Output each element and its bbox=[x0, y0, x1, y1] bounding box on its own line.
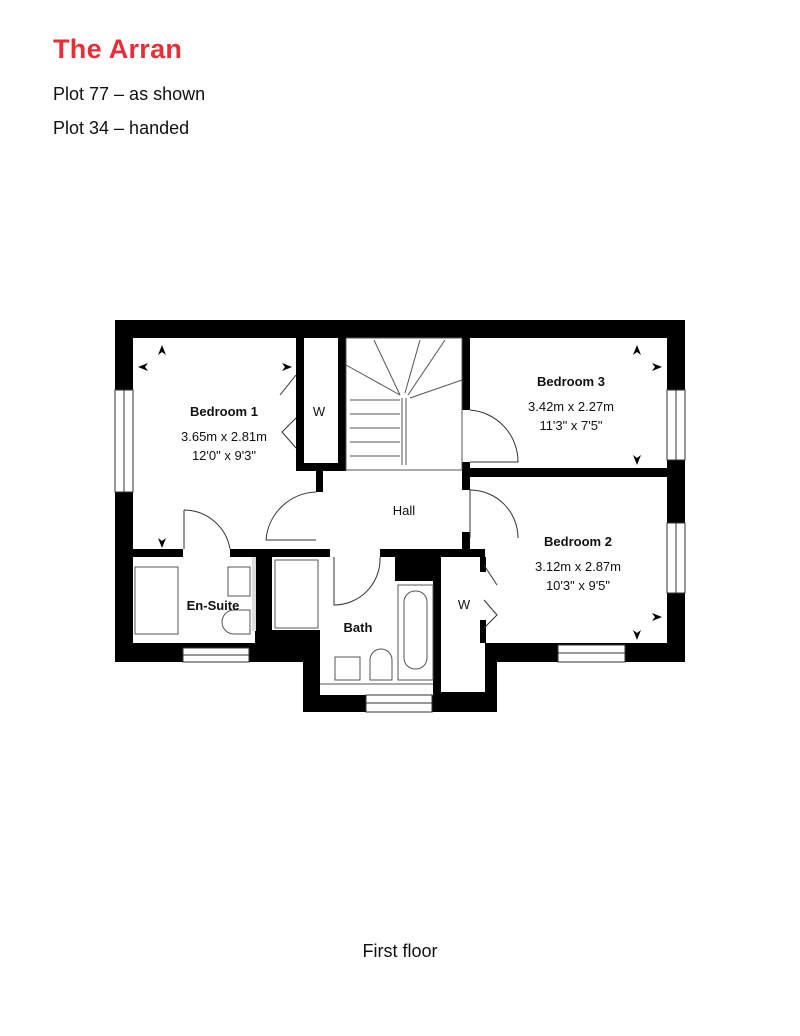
room-size-imperial: 11'3" x 7'5" bbox=[539, 418, 602, 433]
bath-basin bbox=[334, 656, 361, 681]
room-wardrobe-1: W bbox=[313, 404, 326, 419]
room-bedroom-3: Bedroom 3 3.42m x 2.27m 11'3" x 7'5" bbox=[528, 374, 614, 433]
walls bbox=[115, 320, 685, 712]
room-size-metric: 3.42m x 2.27m bbox=[528, 399, 614, 414]
room-bedroom-1: Bedroom 1 3.65m x 2.81m 12'0" x 9'3" bbox=[181, 404, 267, 463]
room-ensuite: En-Suite bbox=[187, 598, 240, 613]
room-size-imperial: 10'3" x 9'5" bbox=[546, 578, 610, 593]
room-size-metric: 3.65m x 2.81m bbox=[181, 429, 267, 444]
floor-caption: First floor bbox=[362, 941, 438, 961]
room-wardrobe-2: W bbox=[458, 597, 471, 612]
ensuite-wc bbox=[221, 609, 251, 635]
ensuite-basin bbox=[227, 566, 251, 597]
room-bedroom-2: Bedroom 2 3.12m x 2.87m 10'3" x 9'5" bbox=[535, 534, 621, 593]
ensuite-shower bbox=[134, 566, 179, 635]
plot-line-2: Plot 34 – handed bbox=[53, 118, 190, 138]
doors bbox=[183, 374, 519, 629]
bath-shower bbox=[274, 559, 319, 629]
bath-wc bbox=[369, 648, 393, 681]
page-title: The Arran bbox=[53, 34, 183, 64]
dimension-arrows bbox=[138, 345, 662, 640]
room-name: Bedroom 3 bbox=[537, 374, 605, 389]
room-name: Bedroom 2 bbox=[544, 534, 612, 549]
windows bbox=[114, 389, 686, 713]
staircase bbox=[345, 337, 463, 471]
room-size-metric: 3.12m x 2.87m bbox=[535, 559, 621, 574]
room-bath: Bath bbox=[344, 620, 373, 635]
room-name: Bedroom 1 bbox=[190, 404, 258, 419]
room-size-imperial: 12'0" x 9'3" bbox=[192, 448, 256, 463]
fixtures bbox=[134, 559, 434, 685]
room-hall: Hall bbox=[393, 503, 416, 518]
plot-line-1: Plot 77 – as shown bbox=[53, 84, 206, 104]
